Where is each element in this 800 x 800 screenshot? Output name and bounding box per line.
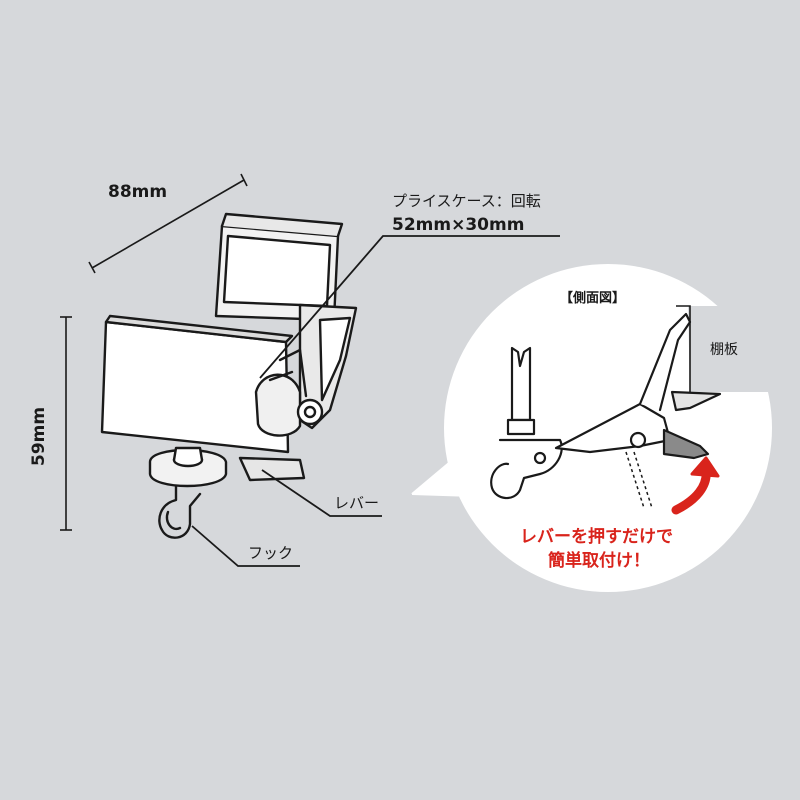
side-view-title: 【側面図】	[560, 290, 625, 306]
shelf-board	[676, 305, 770, 392]
width-dimension	[88, 173, 248, 274]
lever-label: レバー	[334, 494, 379, 512]
hook-label: フック	[248, 544, 293, 562]
height-label: 59mm	[29, 407, 49, 466]
price-case-size-label: 52mm×30mm	[392, 215, 524, 235]
width-label: 88mm	[108, 182, 167, 202]
callout-text-line1: レバーを押すだけで	[520, 526, 673, 547]
height-dimension	[60, 316, 72, 531]
shelf-label: 棚板	[710, 342, 738, 358]
price-holder-illustration	[100, 212, 358, 539]
price-case-label: プライスケース：回転	[392, 192, 541, 210]
push-arrow-icon	[671, 456, 720, 515]
callout-text-line2: 簡単取付け！	[547, 550, 650, 571]
lever-motion-trace	[625, 451, 653, 509]
side-view-mechanism	[490, 312, 722, 500]
leader-lines	[191, 235, 560, 567]
